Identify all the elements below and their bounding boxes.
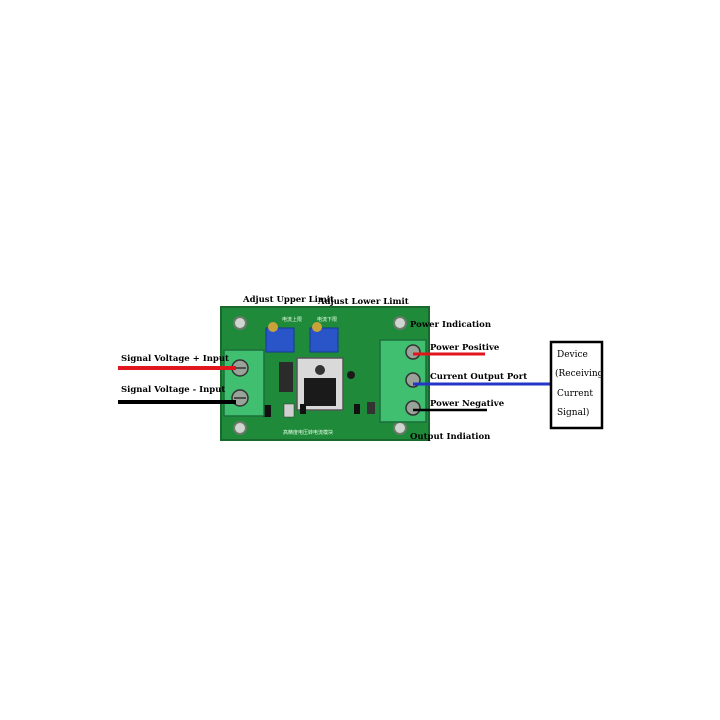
pot-lower[interactable]: [309, 327, 339, 353]
device-box: [549, 340, 604, 430]
smd-component: [367, 402, 375, 414]
device-line-4: Signal): [557, 407, 589, 418]
label-signal-plus: Signal Voltage + Input: [121, 354, 229, 364]
mounting-hole-tr: [393, 316, 407, 330]
board-silk-title: 高精度电压转电流模块: [283, 429, 333, 436]
ic-component: [279, 362, 293, 392]
pot-upper-silk: 电流上限: [282, 316, 302, 323]
pot-lower-silk: 电流下限: [317, 316, 337, 323]
label-output-indication: Output Indiation: [410, 432, 490, 442]
mounting-hole-tl: [233, 316, 247, 330]
label-power-positive: Power Positive: [430, 343, 500, 353]
device-line-3: Current: [557, 389, 593, 399]
mounting-hole-br: [393, 421, 407, 435]
label-power-negative: Power Negative: [430, 399, 505, 409]
input-terminal-block: [223, 349, 265, 417]
capacitor: [347, 371, 355, 379]
smd-component: [263, 405, 271, 417]
label-adjust-upper: Adjust Upper Limit: [242, 295, 334, 305]
label-current-output-port: Current Output Port: [430, 372, 527, 382]
pot-upper[interactable]: [265, 327, 295, 353]
mounting-hole-bl: [233, 421, 247, 435]
label-adjust-lower: Adjust Lower Limit: [317, 297, 409, 307]
label-power-indication: Power Indication: [410, 320, 491, 330]
regulator-hole: [315, 365, 325, 375]
terminal-screw-power-positive[interactable]: [405, 344, 421, 360]
smd-component: [283, 403, 295, 418]
pcb-board-edge: [220, 306, 430, 441]
pot-lower-screw: [312, 322, 322, 332]
pot-upper-screw: [268, 322, 278, 332]
smd-component: [300, 404, 306, 414]
device-line-2: (Receiving: [555, 368, 604, 379]
regulator-chip: [304, 378, 336, 406]
smd-component: [354, 404, 360, 414]
terminal-screw-power-negative[interactable]: [405, 400, 421, 416]
label-signal-minus: Signal Voltage - Input: [121, 385, 225, 395]
device-line-1: Device: [557, 350, 588, 360]
